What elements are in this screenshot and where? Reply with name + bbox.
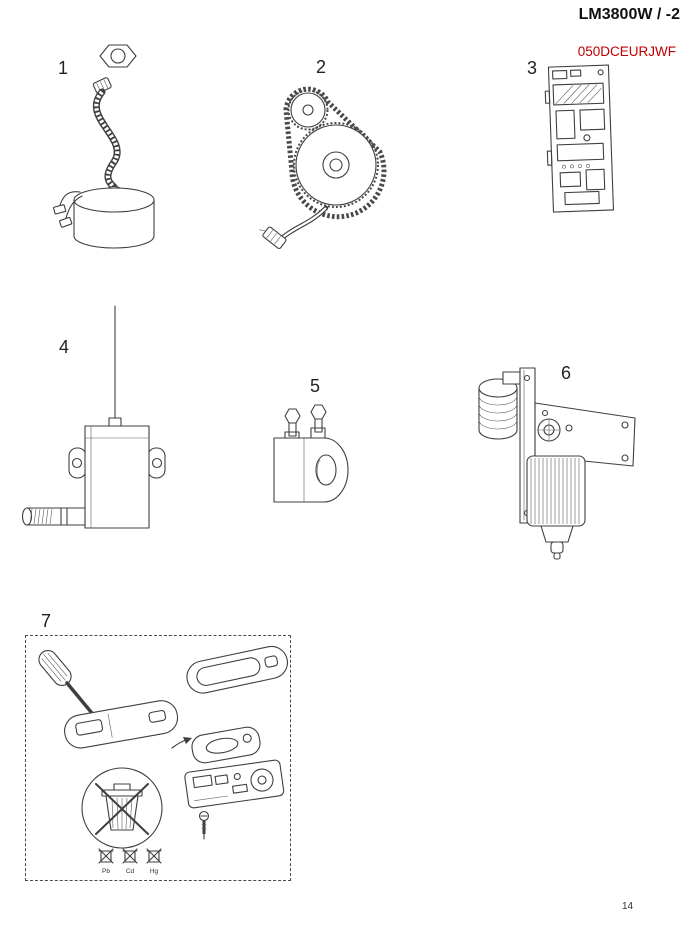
part-4-number: 4	[59, 337, 70, 357]
weee-crossed-bin-icon	[81, 767, 163, 849]
battery-label-cd: Cd	[126, 868, 135, 875]
remote-top-cover	[186, 645, 288, 694]
output-shaft	[537, 418, 573, 442]
battery-label-pb: Pb	[102, 868, 110, 875]
part-1-cable-coil-illustration	[53, 44, 155, 249]
part-6-motor-assembly-illustration	[478, 367, 636, 560]
wire-connector	[259, 226, 287, 250]
visor-clip	[191, 726, 261, 764]
page-number: 14	[622, 901, 634, 912]
part-3-circuit-board-illustration	[544, 64, 615, 213]
mounting-ears	[68, 447, 166, 479]
part-2-chain-sprocket-illustration	[259, 86, 387, 250]
remote-base-housing	[64, 700, 179, 749]
part-4-antenna-unit-illustration	[21, 305, 166, 529]
screwdriver-icon	[38, 650, 105, 730]
part-7-number: 7	[41, 611, 52, 631]
battery-symbol-cd: Cd	[122, 848, 138, 875]
assembly-arrow-icon	[171, 737, 192, 749]
large-sprocket	[293, 122, 379, 208]
clamp-body	[273, 427, 349, 503]
battery-symbol-pb: Pb	[98, 848, 114, 875]
part-7-remote-kit-illustration: Pb Cd Hg	[38, 645, 288, 875]
part-7-kit-boundary: Pb Cd Hg	[25, 635, 291, 881]
clevis-pin	[21, 507, 86, 526]
remote-circuit-board	[184, 759, 285, 809]
small-sprocket	[287, 89, 329, 131]
clamp-bolts	[284, 404, 327, 437]
battery-label-hg: Hg	[150, 868, 159, 875]
motor-body	[526, 455, 586, 560]
part-5-number: 5	[310, 376, 321, 396]
screw-icon	[198, 810, 210, 840]
part-2-number: 2	[316, 57, 327, 77]
model-code: 050DCEURJWF	[577, 44, 676, 59]
part-1-number: 1	[58, 58, 69, 78]
battery-disposal-symbols: Pb Cd Hg	[98, 848, 162, 875]
page-title: LM3800W / -2	[578, 6, 680, 23]
battery-symbol-hg: Hg	[146, 848, 162, 875]
part-3-number: 3	[527, 58, 538, 78]
part-5-clamp-illustration	[273, 404, 349, 503]
coil-canister	[73, 187, 155, 249]
hex-nut-icon	[99, 44, 137, 68]
chain-loop	[283, 86, 387, 220]
wing-bracket	[534, 402, 636, 467]
motor-end-cap	[478, 378, 518, 440]
part-6-number: 6	[561, 363, 572, 383]
unit-housing	[84, 425, 150, 529]
